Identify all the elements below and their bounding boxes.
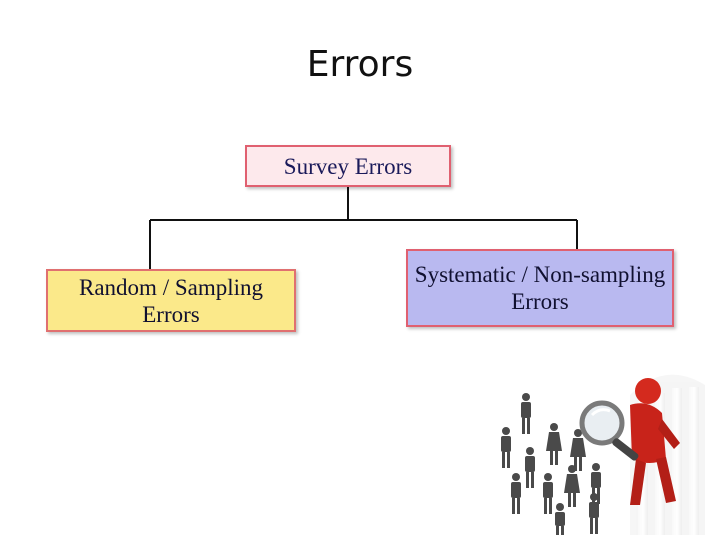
red-figure-icon <box>630 378 680 505</box>
crowd-icon <box>501 393 601 535</box>
survey-errors-box: Survey Errors <box>245 145 451 187</box>
magnifying-glass-icon <box>579 400 639 461</box>
systematic-errors-box: Systematic / Non-sampling Errors <box>406 249 674 327</box>
crowd-magnifier-icon <box>501 374 705 535</box>
random-sampling-errors-box: Random / Sampling Errors <box>46 269 296 332</box>
slide-title: Errors <box>306 44 414 85</box>
